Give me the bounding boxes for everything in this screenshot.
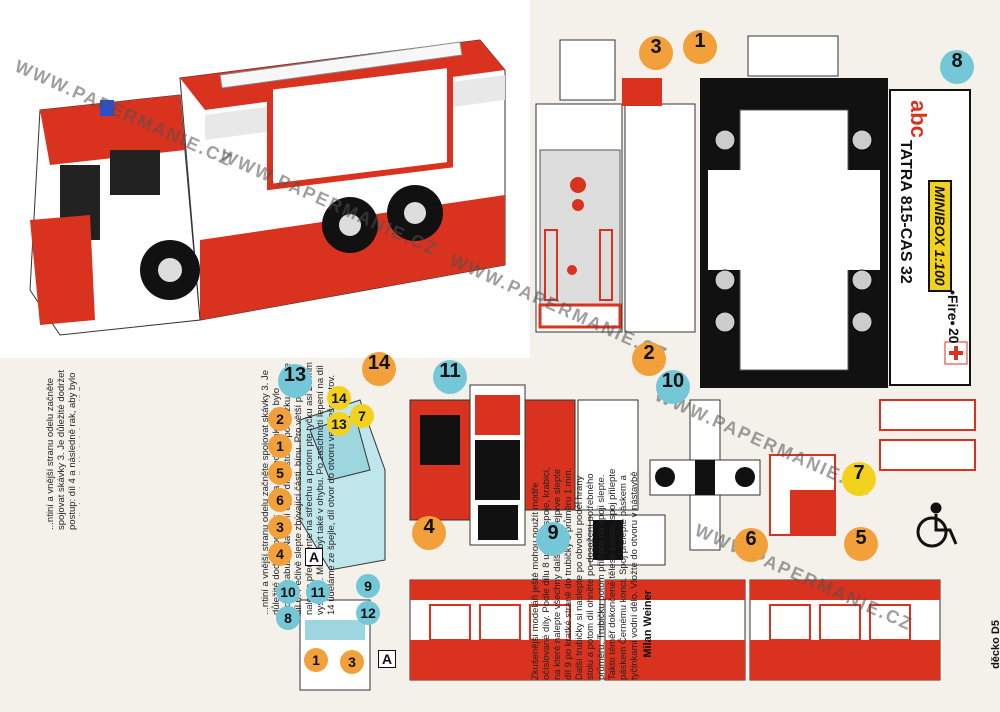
truck-photo <box>0 0 530 358</box>
footer-label: děcko D5 <box>990 620 1000 669</box>
diagram-number: 9 <box>356 574 380 598</box>
part-number: 1 <box>683 30 717 64</box>
part-side-right <box>749 579 941 681</box>
red-cross-icon <box>949 346 963 360</box>
diagram-number: 3 <box>268 515 292 539</box>
part-number: 10 <box>656 370 690 404</box>
diagram-number: 14 <box>362 352 396 386</box>
wheelchair-icon <box>916 502 958 548</box>
part-number: 5 <box>844 527 878 561</box>
part-side-left <box>409 579 601 681</box>
diagram-number: 10 <box>276 580 300 604</box>
diagram-number: 11 <box>306 580 330 604</box>
part-a-label: A <box>378 650 397 668</box>
brand-logo: abc <box>906 100 931 138</box>
model-name: TATRA 815-CAS 32 <box>897 140 914 284</box>
diagram-number: 7 <box>350 404 374 428</box>
part-cross <box>649 399 761 551</box>
part-number: 2 <box>632 342 666 376</box>
diagram-number: 2 <box>268 407 292 431</box>
diagram-number: 1 <box>268 434 292 458</box>
diagram-number: 4 <box>268 542 292 566</box>
part-number: 7 <box>842 462 876 496</box>
part-number: 6 <box>734 528 768 562</box>
diagram-number: 6 <box>268 488 292 512</box>
part-a-label: A <box>305 548 324 566</box>
diagram-number: 13 <box>278 364 312 398</box>
part-number: 8 <box>940 50 974 84</box>
part-chassis <box>700 35 888 388</box>
subtitle: •Fire• <box>945 290 961 326</box>
fire-truck-illustration <box>29 39 506 336</box>
minibox-badge: MINIBOX 1:100 <box>928 180 952 292</box>
diagram-number: 13 <box>327 412 351 436</box>
diagram-number: 3 <box>340 650 364 674</box>
part-tank-top <box>535 39 696 333</box>
diagram-number: 1 <box>304 648 328 672</box>
part-number: 4 <box>412 516 446 550</box>
author: Milan Weiner <box>642 590 654 658</box>
part-number: 11 <box>433 360 467 394</box>
model-number: 20 <box>946 328 962 344</box>
instructions-text: Zkušenější modeláři ještě mohou použít m… <box>530 467 640 680</box>
part-number: 9 <box>536 522 570 556</box>
assembly-diagram <box>299 399 386 691</box>
part-number: 3 <box>639 36 673 70</box>
part-cab <box>409 384 639 546</box>
diagram-number: 12 <box>356 601 380 625</box>
part-side-center <box>604 579 746 681</box>
part-ladders <box>769 399 976 536</box>
diagram-number: 8 <box>276 606 300 630</box>
instructions-text-first: ...ntiní a vnější stranu odelu začněte s… <box>45 368 80 530</box>
diagram-number: 5 <box>268 461 292 485</box>
beacon-icon <box>100 100 114 116</box>
diagram-number: 14 <box>327 386 351 410</box>
